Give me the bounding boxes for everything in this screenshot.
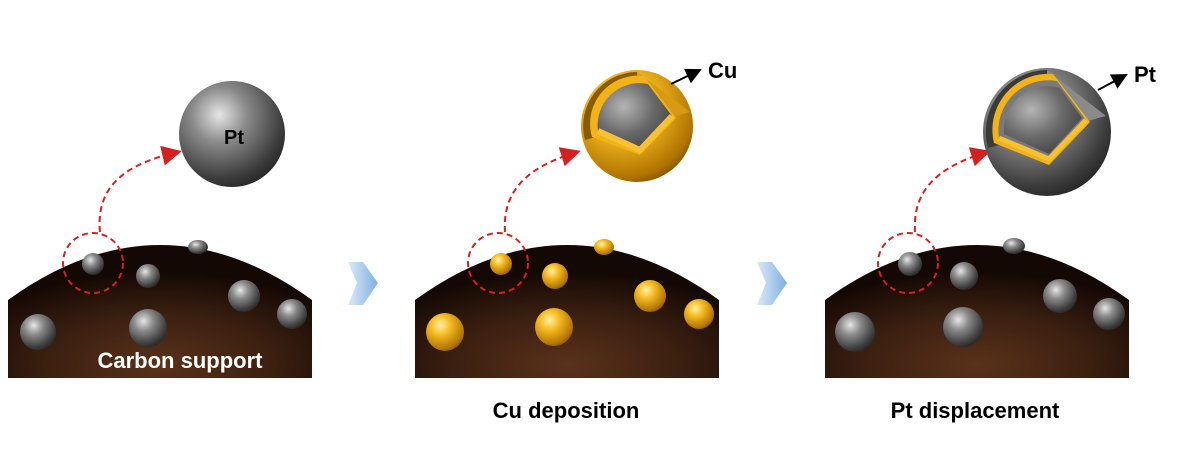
sphere-label: Pt	[224, 127, 244, 149]
sphere-label: Pt	[1134, 62, 1157, 87]
caption-cu-deposition: Cu deposition	[493, 398, 640, 423]
shell-pointer	[1098, 75, 1126, 90]
zoom-arrow	[505, 152, 577, 232]
pt-core-cu-pt-shell-sphere	[983, 68, 1111, 196]
caption-pt-displacement: Pt displacement	[891, 398, 1060, 423]
zoom-arrow	[100, 152, 178, 232]
sphere-label: Cu	[708, 58, 737, 83]
shell-pointer	[671, 70, 700, 84]
right-chevron-arrow-icon	[348, 262, 378, 305]
zoom-arrow	[915, 152, 987, 232]
carbon-support	[825, 245, 1129, 378]
carbon-support	[415, 245, 719, 378]
right-chevron-arrow-icon	[757, 262, 787, 305]
panel-pt-displacement: Pt	[825, 62, 1157, 378]
panel-cu-deposition: Cu	[415, 58, 737, 378]
support-label: Carbon support	[98, 348, 264, 373]
panel-pt-on-carbon: Pt Carbon support	[8, 81, 312, 378]
pt-core-cu-shell-sphere	[581, 70, 693, 182]
